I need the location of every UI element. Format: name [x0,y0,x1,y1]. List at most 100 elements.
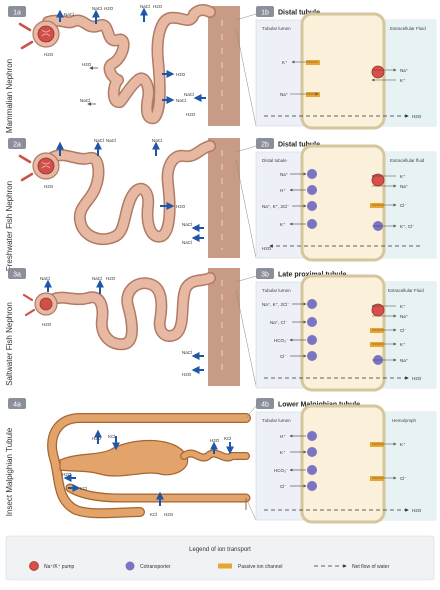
ion-channel [370,342,384,347]
ion-channel [370,476,384,481]
panel-id-3b: 3b [261,272,269,279]
lumen-header: Tubular lumen [262,288,291,293]
label: H2O [62,472,72,477]
row-2: 2a Freshwater Fish Nephron NaCl NaCl H2O… [5,138,436,271]
ion-label: Na⁺ [400,358,409,363]
cotransporter-icon [126,562,135,571]
malpighian-tubule [52,418,246,513]
cell-detail-1b: Tubular lumen Extracellular Fluid K⁺ Na⁺… [256,14,436,128]
cell-detail-2b: Distal tubule Extracellular fluid Na⁺ H⁺… [256,146,436,260]
ion-channel [306,92,320,97]
lumen-header: Distal tubule [262,158,287,163]
row-4: 4a Insect Malpighian Tubule H2O KCl H2O … [5,398,436,522]
label: H2O [106,276,116,281]
legend-label-cotransporter: Cotransporter [140,564,171,570]
cotransporter [307,335,317,345]
label: NaCl [92,6,102,11]
cotransporter [307,169,317,179]
cotransporter [307,219,317,229]
label: NaCl [184,92,194,97]
cotransporter [307,481,317,491]
legend: Legend of ion transport Na⁺/K⁺ pump Cotr… [6,536,434,580]
label: NaCl [92,276,102,281]
ion-label: H⁺ [280,434,286,439]
lumen-header: Tubular lumen [262,26,291,31]
row-label: Mammalian Nephron [5,59,14,133]
label: KCl [80,486,87,491]
ion-label: Cl⁻ [280,484,287,489]
fluid-header: Hemolymph [392,418,417,423]
ion-label: K⁺ [400,342,406,347]
row-label: Insect Malpighian Tubule [5,427,14,516]
legend-title: Legend of ion transport [189,547,251,553]
fluid-header: Extracellular Fluid [388,288,424,293]
ion-label: K⁺ [400,304,406,309]
label: H2O [44,52,54,57]
collecting-duct [208,138,240,258]
label: H2O [176,72,186,77]
ion-label: Cl⁻ [280,354,287,359]
cotransporter [307,317,317,327]
ion-label: H⁺ [280,188,286,193]
label: H2O [82,62,92,67]
label: KCl [224,436,231,441]
label: H2O [104,6,114,11]
panel-id-1b: 1b [261,10,269,17]
label: NaCl [140,4,150,9]
ion-label: Na⁺, Cl⁻ [270,320,288,325]
ion-label: K⁺, Cl⁻ [400,224,415,229]
ion-label: K⁺ [280,450,286,455]
cell-detail-4b: Tubular lumen Hemolymph H⁺ K⁺ HCO₃⁻ Cl⁻ … [256,406,436,522]
panel-id-2a: 2a [13,142,21,149]
ion-label: Na⁺, K⁺, 2Cl⁻ [262,302,290,307]
legend-label-pump: Na⁺/K⁺ pump [44,564,75,570]
ion-channel [370,328,384,333]
water-label: H2O [412,508,422,513]
label: NaCl [40,276,50,281]
label: NaCl [64,12,74,17]
label: NaCl [182,350,192,355]
fluid-header: Extracellular Fluid [390,26,426,31]
collecting-duct [208,6,240,126]
panel-id-4b: 4b [261,402,269,409]
label: NaCl [106,138,116,143]
na-k-pump [372,66,384,78]
label: KCl [150,512,157,517]
lumen-header: Tubular lumen [262,418,291,423]
ion-label: Na⁺ [280,172,289,177]
label: H2O [164,512,174,517]
ion-channel [306,60,320,65]
cotransporter [307,431,317,441]
cotransporter [307,299,317,309]
row-1: 1a Mammalian Nephron NaCl NaCl H2O NaCl … [5,4,436,133]
ion-channel [370,203,384,208]
ion-label: Na⁺ [280,92,289,97]
panel-id-1a: 1a [13,10,21,17]
label: H2O [176,204,186,209]
label: H2O [182,372,192,377]
fluid-header: Extracellular fluid [390,158,425,163]
cell-detail-3b: Tubular lumen Extracellular Fluid Na⁺, K… [256,276,436,390]
label: H2O [153,4,163,9]
label: NaCl [176,98,186,103]
legend-label-water: Net flow of water [352,564,390,570]
ion-label: K⁺ [400,174,406,179]
glomerulus [40,298,52,310]
label: H2O [42,322,52,327]
label: H2O [92,436,102,441]
ion-label: Cl⁻ [400,476,407,481]
water-label: H2O [412,376,422,381]
ion-label: Na⁺ [400,68,409,73]
ion-label: Na⁺ [400,314,409,319]
label: H2O [186,112,196,117]
cotransporter [307,351,317,361]
label: KCl [108,434,115,439]
panel-id-3a: 3a [13,272,21,279]
label: NaCl [182,240,192,245]
label: NaCl [152,138,162,143]
cotransporter [307,465,317,475]
ion-channel [370,442,384,447]
label: NaCl [94,138,104,143]
